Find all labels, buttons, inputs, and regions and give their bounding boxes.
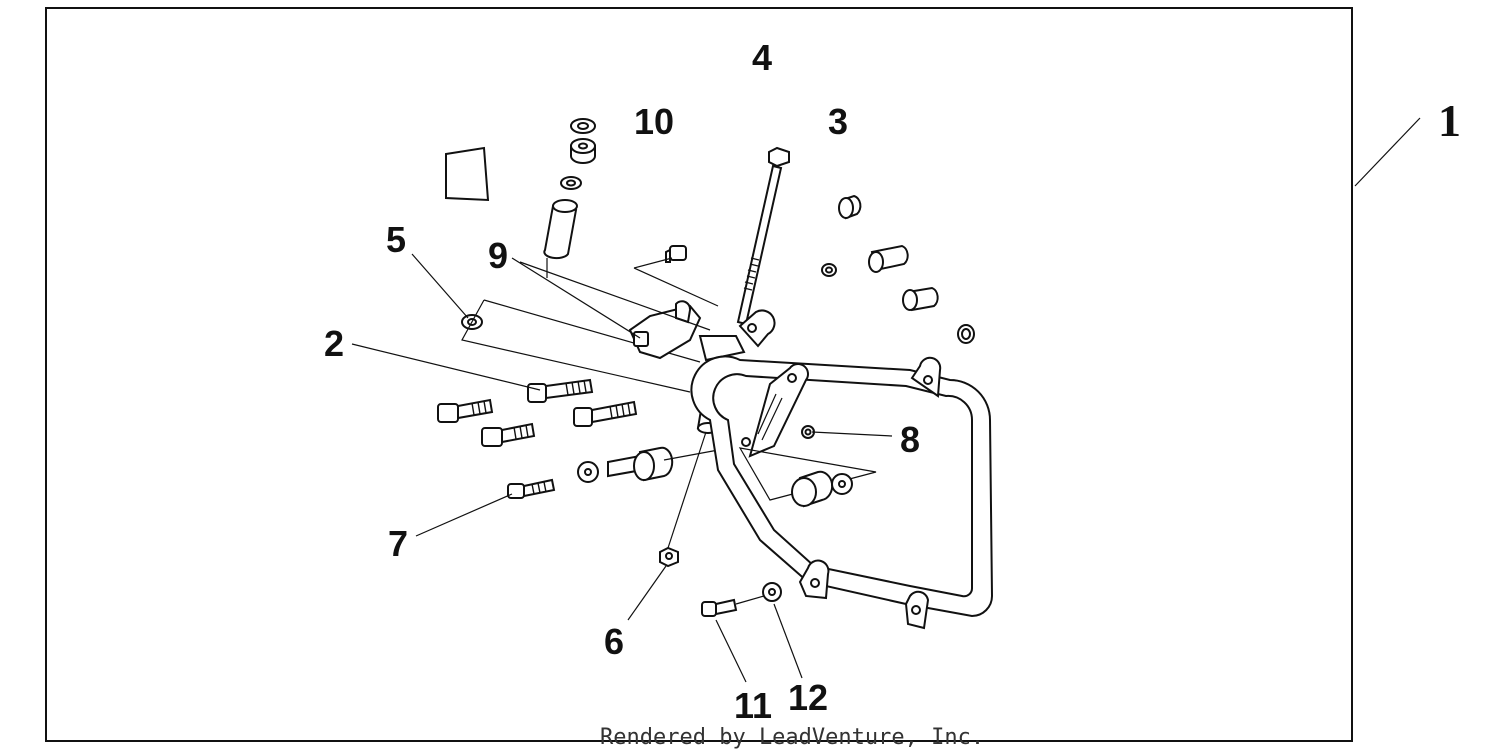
bolts-2-part (437, 378, 638, 447)
callout-12: 12 (788, 677, 828, 718)
callout-1: 1 (1438, 95, 1461, 146)
leader-1 (1354, 117, 1421, 187)
callout-11: 11 (734, 685, 772, 726)
callout-3: 3 (828, 101, 848, 142)
render-credit: Rendered by LeadVenture, Inc. (600, 725, 984, 750)
decal-part (445, 146, 490, 202)
callout-10: 10 (634, 101, 674, 142)
damper-bolt-7-part (507, 445, 741, 499)
nut-6-part (659, 431, 707, 568)
leader-lines (351, 253, 893, 683)
callout-5: 5 (386, 219, 406, 260)
mounting-frame-part (690, 309, 994, 630)
bolt-11-washer-12-part (701, 582, 782, 617)
small-bolt-10-part (633, 245, 719, 307)
long-bolt-part (736, 146, 790, 326)
damper-right-part (738, 447, 877, 508)
spacer-stack-part (543, 118, 596, 278)
callout-9: 9 (488, 235, 508, 276)
callout-4: 4 (752, 37, 772, 78)
callout-8: 8 (900, 419, 920, 460)
callout-2: 2 (324, 323, 344, 364)
callout-6: 6 (604, 621, 624, 662)
diagram-frame (45, 7, 1353, 742)
callout-7: 7 (388, 523, 408, 564)
spacers-3-part (821, 194, 975, 344)
